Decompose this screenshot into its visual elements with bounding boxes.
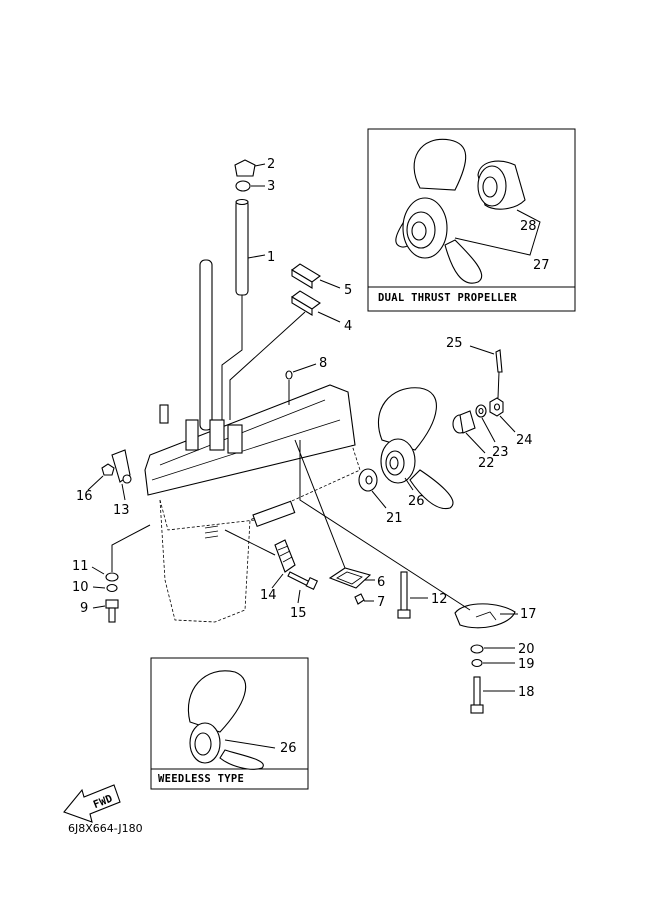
callout-4: 4 bbox=[344, 319, 352, 334]
part-21-thrust-washer bbox=[358, 468, 378, 492]
callout-23: 23 bbox=[492, 445, 509, 460]
lower-unit-housing bbox=[144, 259, 361, 623]
callout-14: 14 bbox=[260, 588, 277, 603]
callout-11: 11 bbox=[72, 559, 89, 574]
weedless-propeller-icon bbox=[187, 670, 264, 770]
part-9-bolt bbox=[105, 599, 119, 623]
callout-26-weedless: 26 bbox=[280, 741, 297, 756]
part-23-washer bbox=[475, 404, 487, 418]
inset-frame bbox=[367, 128, 576, 312]
callout-21: 21 bbox=[386, 511, 403, 526]
part-13-plate bbox=[111, 449, 131, 483]
callout-6: 6 bbox=[377, 575, 385, 590]
dual-thrust-propeller-icon bbox=[395, 138, 483, 284]
inset-dual-thrust-propeller: DUAL THRUST PROPELLER 28 27 bbox=[367, 128, 576, 312]
part-11-washer bbox=[105, 572, 119, 582]
part-22-spacer bbox=[452, 410, 476, 434]
part-19-washer bbox=[471, 658, 483, 668]
inset-frame bbox=[150, 657, 309, 790]
callout-26: 26 bbox=[408, 494, 425, 509]
part-26-propeller bbox=[377, 387, 454, 510]
callout-18: 18 bbox=[518, 685, 535, 700]
part-20-washer bbox=[470, 644, 484, 654]
body-grille bbox=[204, 525, 219, 539]
part-25-cotter-pin bbox=[495, 349, 503, 373]
fwd-arrow-icon: FWD bbox=[63, 784, 121, 823]
callout-27: 27 bbox=[533, 258, 550, 273]
part-2-grommet bbox=[234, 159, 256, 177]
part-24-nut bbox=[489, 397, 504, 417]
callout-10: 10 bbox=[72, 580, 89, 595]
inset-weedless-type: WEEDLESS TYPE 26 bbox=[150, 657, 309, 790]
part-7-screw bbox=[354, 593, 365, 605]
diagram-code: 6J8X664-J180 bbox=[68, 822, 143, 835]
part-10-washer bbox=[106, 583, 118, 593]
callout-19: 19 bbox=[518, 657, 535, 672]
callout-28: 28 bbox=[520, 219, 537, 234]
part-15-bolt bbox=[287, 571, 319, 590]
part-12-bolt bbox=[397, 571, 411, 619]
callout-22: 22 bbox=[478, 456, 495, 471]
callout-1: 1 bbox=[267, 250, 275, 265]
part-6-gasket bbox=[328, 567, 372, 589]
callout-20: 20 bbox=[518, 642, 535, 657]
part-3-seal bbox=[235, 180, 251, 192]
part-8-oring bbox=[285, 370, 293, 380]
callout-5: 5 bbox=[344, 283, 352, 298]
part-17-trim-tab bbox=[454, 603, 516, 629]
callout-25: 25 bbox=[446, 336, 463, 351]
part-18-bolt bbox=[470, 676, 484, 714]
inset-title: WEEDLESS TYPE bbox=[158, 773, 244, 785]
callout-2: 2 bbox=[267, 157, 275, 172]
inset-title: DUAL THRUST PROPELLER bbox=[378, 292, 517, 304]
part-16-nut bbox=[101, 463, 115, 476]
callout-16: 16 bbox=[76, 489, 93, 504]
thrust-hub-icon bbox=[477, 160, 526, 210]
callout-24: 24 bbox=[516, 433, 533, 448]
callout-12: 12 bbox=[431, 592, 448, 607]
part-14-anode bbox=[274, 539, 296, 573]
callout-13: 13 bbox=[113, 503, 130, 518]
part-1-tube bbox=[221, 198, 266, 420]
callout-8: 8 bbox=[319, 356, 327, 371]
callout-17: 17 bbox=[520, 607, 537, 622]
callout-7: 7 bbox=[377, 595, 385, 610]
callout-9: 9 bbox=[80, 601, 88, 616]
callout-15: 15 bbox=[290, 606, 307, 621]
callout-3: 3 bbox=[267, 179, 275, 194]
